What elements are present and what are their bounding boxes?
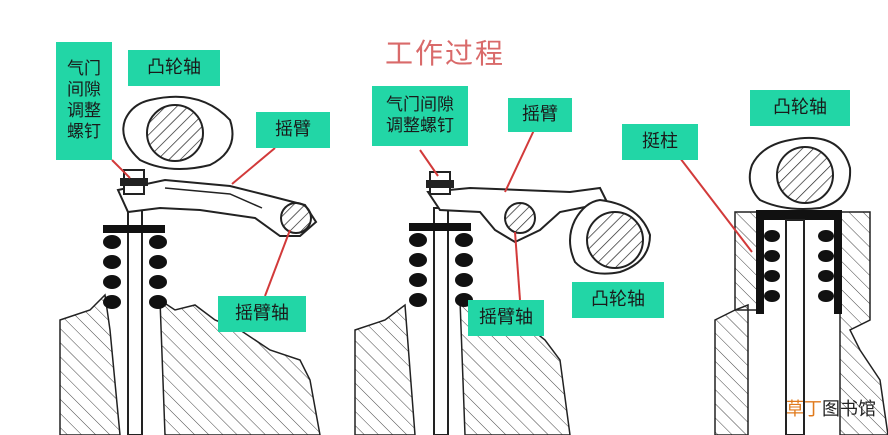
panel1-drawing (59, 95, 321, 435)
label-line: 气门 (67, 59, 101, 79)
label-camshaft-1: 凸轮轴 (128, 50, 220, 86)
label-line: 螺钉 (67, 122, 101, 142)
label-rocker-arm-2: 摇臂 (508, 98, 572, 132)
label-valve-adjust-screw-1: 气门 间隙 调整 螺钉 (56, 42, 112, 160)
label-line: 调整螺钉 (386, 116, 454, 136)
label-line: 调整 (67, 101, 101, 121)
page-title: 工作过程 (385, 37, 506, 70)
watermark-part2: 图书馆 (822, 399, 876, 420)
label-valve-adjust-screw-2: 气门间隙 调整螺钉 (372, 86, 468, 146)
label-line: 间隙 (67, 80, 101, 100)
label-camshaft-3: 凸轮轴 (750, 90, 850, 126)
watermark-part1: 草丁 (786, 399, 822, 420)
label-line: 气门间隙 (386, 95, 454, 115)
label-rocker-arm-1: 摇臂 (256, 112, 330, 148)
watermark: 草丁图书馆 (786, 395, 876, 421)
label-rocker-shaft-1: 摇臂轴 (218, 296, 306, 332)
label-camshaft-2: 凸轮轴 (572, 282, 664, 318)
label-tappet-3: 挺柱 (622, 124, 698, 160)
panel3-drawing (679, 136, 888, 435)
label-rocker-shaft-2: 摇臂轴 (468, 300, 544, 336)
